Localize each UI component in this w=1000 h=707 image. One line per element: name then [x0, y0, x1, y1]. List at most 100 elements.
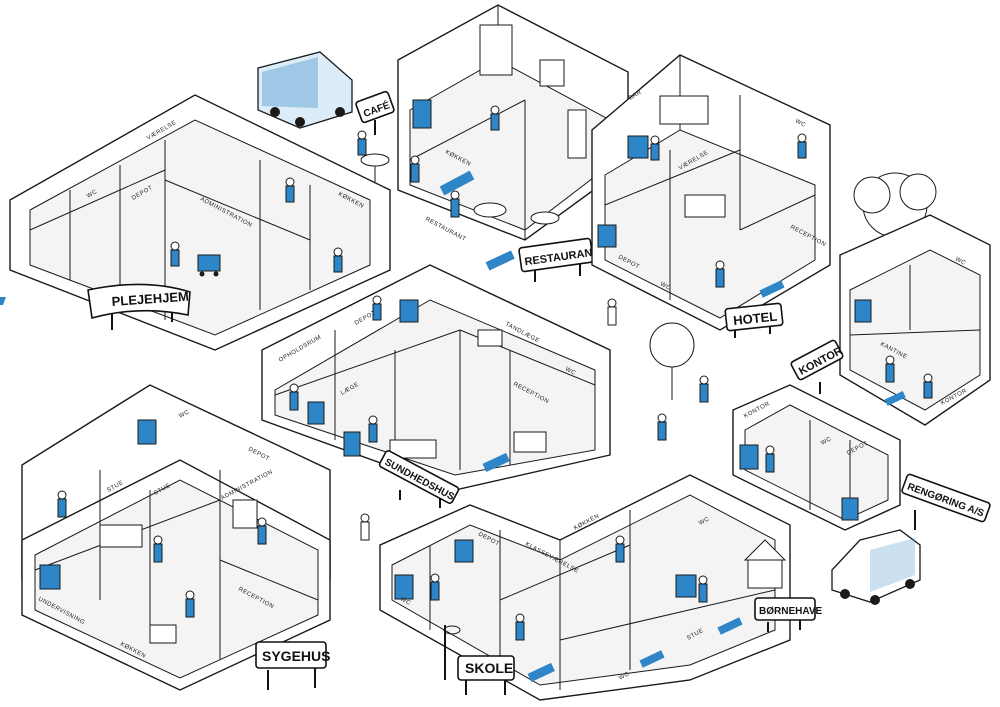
reception-desk: [513, 431, 547, 453]
floor-mat: [0, 297, 6, 305]
cleaning-trolley: [394, 574, 414, 600]
cleaning-trolley: [854, 299, 872, 323]
cleaner-figure: [153, 535, 163, 563]
cleaning-trolley: [627, 135, 649, 159]
sign-kontor: KONTOR: [790, 339, 845, 394]
restaurant-table: [473, 202, 560, 225]
room-label: WC: [698, 516, 711, 527]
sign-skole: SKOLE: [457, 655, 515, 695]
room-label: WC: [659, 281, 672, 292]
room-label: WC: [399, 596, 412, 607]
cleaning-trolley: [412, 99, 432, 129]
floor-mat: [639, 650, 665, 668]
cleaner-figure: [289, 383, 299, 411]
cleaner-figure: [615, 535, 625, 563]
building-sygehus: WC DEPOT STUE STUE ADMINISTRATION RECEPT…: [21, 384, 331, 691]
building-hotel: BAR WC VÆRELSE DEPOT WC RECEPTION HOTEL: [591, 54, 831, 338]
cleaning-trolley: [841, 497, 859, 521]
shelf: [232, 499, 258, 529]
cleaner-figure: [515, 613, 525, 641]
room-label: WC: [178, 409, 191, 420]
sign-rengoring: RENGØRING A/S: [901, 473, 991, 530]
cleaner-figure: [368, 415, 378, 443]
cleaner-figure: [698, 575, 708, 603]
room-label: WC: [794, 118, 807, 129]
sign-sygehus: SYGEHUS: [255, 641, 330, 690]
sign-cafe: CAFÉ: [355, 90, 395, 135]
floor-mat: [717, 617, 743, 635]
refrigerator: [479, 24, 513, 76]
hotel-bed: [684, 194, 726, 218]
cleaner-figure: [185, 590, 195, 618]
bar-counter: [659, 95, 709, 125]
basketball-hoop: [443, 625, 461, 680]
building-skole: DEPOT KLASSEVÆRELSE KØKKEN WC WC STUE WC…: [379, 474, 822, 701]
pedestrian: [607, 298, 617, 326]
monitor: [477, 329, 503, 347]
cleaning-trolley: [399, 299, 419, 323]
cleaner-figure: [797, 133, 807, 159]
cleaner-figure: [715, 260, 725, 288]
cleaner-figure: [257, 517, 267, 545]
cleaning-trolley: [597, 224, 617, 248]
floor-mat: [439, 170, 475, 196]
cleaning-trolley: [454, 539, 474, 563]
cleaning-trolley: [739, 444, 759, 470]
cleaner-figure: [372, 295, 382, 321]
cleaner-figure: [699, 375, 709, 403]
room-label: WC: [564, 366, 577, 377]
sign-text: BØRNEHAVE: [759, 606, 822, 617]
room-label: WC: [618, 671, 631, 682]
sign-text: HOTEL: [732, 309, 777, 329]
cleaner-figure: [170, 241, 180, 267]
cleaning-trolley: [675, 574, 697, 598]
cleaner-figure: [650, 135, 660, 161]
cleaner-figure: [657, 413, 667, 441]
building-plejehjem: VÆRELSE WC DEPOT ADMINISTRATION KØKKEN P…: [0, 94, 391, 351]
floor-mat: [759, 280, 785, 298]
cleaner-figure: [490, 105, 500, 131]
floor-mat: [485, 250, 515, 271]
floor-mat: [482, 452, 510, 473]
floor-mat: [884, 391, 906, 406]
cart: [149, 624, 177, 644]
tree: [853, 172, 937, 238]
sign-bornehave: BØRNEHAVE: [754, 597, 822, 632]
floor-mat: [527, 662, 555, 683]
cleaner-figure: [923, 373, 933, 399]
room-label: WC: [86, 189, 99, 200]
sign-text: SKOLE: [465, 660, 513, 676]
cafe-table: [357, 130, 390, 182]
room-label: WC: [820, 436, 833, 447]
cleaner-figure: [885, 355, 895, 383]
playhouse: [743, 539, 787, 589]
cleaner-figure: [57, 490, 67, 518]
cleaning-trolley: [197, 254, 221, 277]
sign-plejehjem: PLEJEHJEM: [87, 283, 191, 330]
pedestrian: [360, 513, 370, 541]
building-kontor: WC KANTINE KONTOR KONTOR: [790, 214, 991, 426]
cleaner-figure: [765, 445, 775, 473]
cleaning-trolley: [39, 564, 61, 590]
building-kontor-small: KONTOR WC DEPOT: [732, 384, 901, 531]
cleaning-van: [831, 529, 921, 605]
tree: [649, 322, 695, 400]
cleaner-figure: [430, 573, 440, 601]
cleaner-figure: [285, 177, 295, 203]
sign-text: PLEJEHJEM: [111, 289, 189, 309]
sign-text: SYGEHUS: [262, 648, 330, 664]
cleaning-van: [257, 51, 353, 129]
sign-restaurant: RESTAURANT: [518, 237, 600, 282]
examination-bed: [389, 439, 437, 459]
cleaner-figure: [450, 190, 460, 218]
cleaning-trolley: [343, 431, 361, 457]
cleaner-figure: [333, 247, 343, 273]
cleaning-trolley: [137, 419, 157, 445]
room-label: WC: [954, 256, 967, 267]
sign-hotel: HOTEL: [724, 302, 784, 338]
room-label: RESTAURANT: [424, 216, 467, 243]
building-restaurant: KØKKEN RESTAURANT RESTAURANT: [397, 4, 629, 282]
cleaning-trolley: [307, 401, 325, 425]
cleaner-figure: [410, 155, 420, 183]
